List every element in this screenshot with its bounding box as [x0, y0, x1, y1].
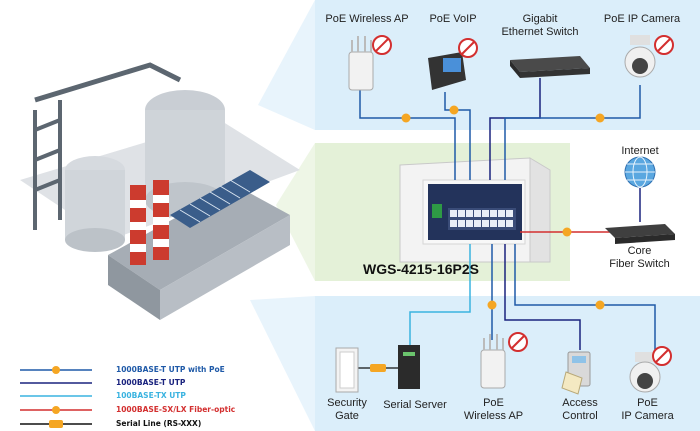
label-access-control: Access Control — [562, 397, 598, 422]
ip-camera-bottom-icon — [629, 352, 661, 393]
legend-label: Serial Line (RS-XXX) — [116, 419, 202, 428]
label-gigabit-switch: Gigabit Ethernet Switch — [501, 13, 579, 38]
legend-label: 1000BASE-SX/LX Fiber-optic — [116, 405, 236, 414]
security-gate-icon — [335, 347, 359, 393]
legend-label: 1000BASE-T UTP — [116, 378, 186, 387]
poe-badges-top — [401, 105, 605, 123]
fiber-badge — [562, 227, 572, 237]
legend-label: 100BASE-TX UTP — [116, 391, 186, 400]
factory-beam-top — [258, 0, 315, 130]
label-poe-wireless-ap-top: PoE Wireless AP — [325, 13, 409, 25]
label-poe-voip: PoE VoIP — [429, 13, 477, 25]
label-serial-server: Serial Server — [383, 399, 447, 411]
label-security-gate: Security Gate — [327, 397, 367, 422]
ip-camera-top-icon — [624, 35, 656, 78]
label-poe-ip-camera-bottom: PoE IP Camera — [621, 397, 674, 422]
factory-beam-mid — [276, 143, 315, 281]
label-core-fiber-switch: Core Fiber Switch — [609, 245, 670, 270]
legend-label: 1000BASE-T UTP with PoE — [116, 365, 225, 374]
factory-illustration — [20, 62, 300, 320]
voip-phone-icon — [428, 52, 466, 90]
wireless-ap-bottom-icon — [480, 334, 506, 389]
label-internet: Internet — [621, 145, 659, 157]
access-control-icon — [561, 351, 591, 395]
switch-ports — [450, 210, 513, 227]
serial-server-icon — [398, 345, 420, 389]
label-poe-wireless-ap-bottom: PoE Wireless AP — [463, 397, 524, 422]
gigabit-switch-icon — [510, 56, 590, 78]
factory-beam-bottom — [250, 296, 315, 431]
label-poe-ip-camera-top: PoE IP Camera — [603, 13, 681, 25]
poe-badges-bottom — [487, 300, 605, 310]
bottom-devices-panel — [315, 296, 700, 431]
poe-power-icons-bottom — [508, 332, 672, 366]
serial-badge — [370, 364, 386, 372]
switch-model-label: WGS-4215-16P2S — [363, 261, 479, 277]
wireless-ap-top-icon — [348, 36, 374, 91]
globe-icon — [624, 156, 656, 188]
poe-power-icons-top — [372, 35, 674, 58]
core-switch-icon — [605, 224, 675, 244]
legend-lines — [20, 366, 92, 428]
top-links — [359, 78, 641, 180]
